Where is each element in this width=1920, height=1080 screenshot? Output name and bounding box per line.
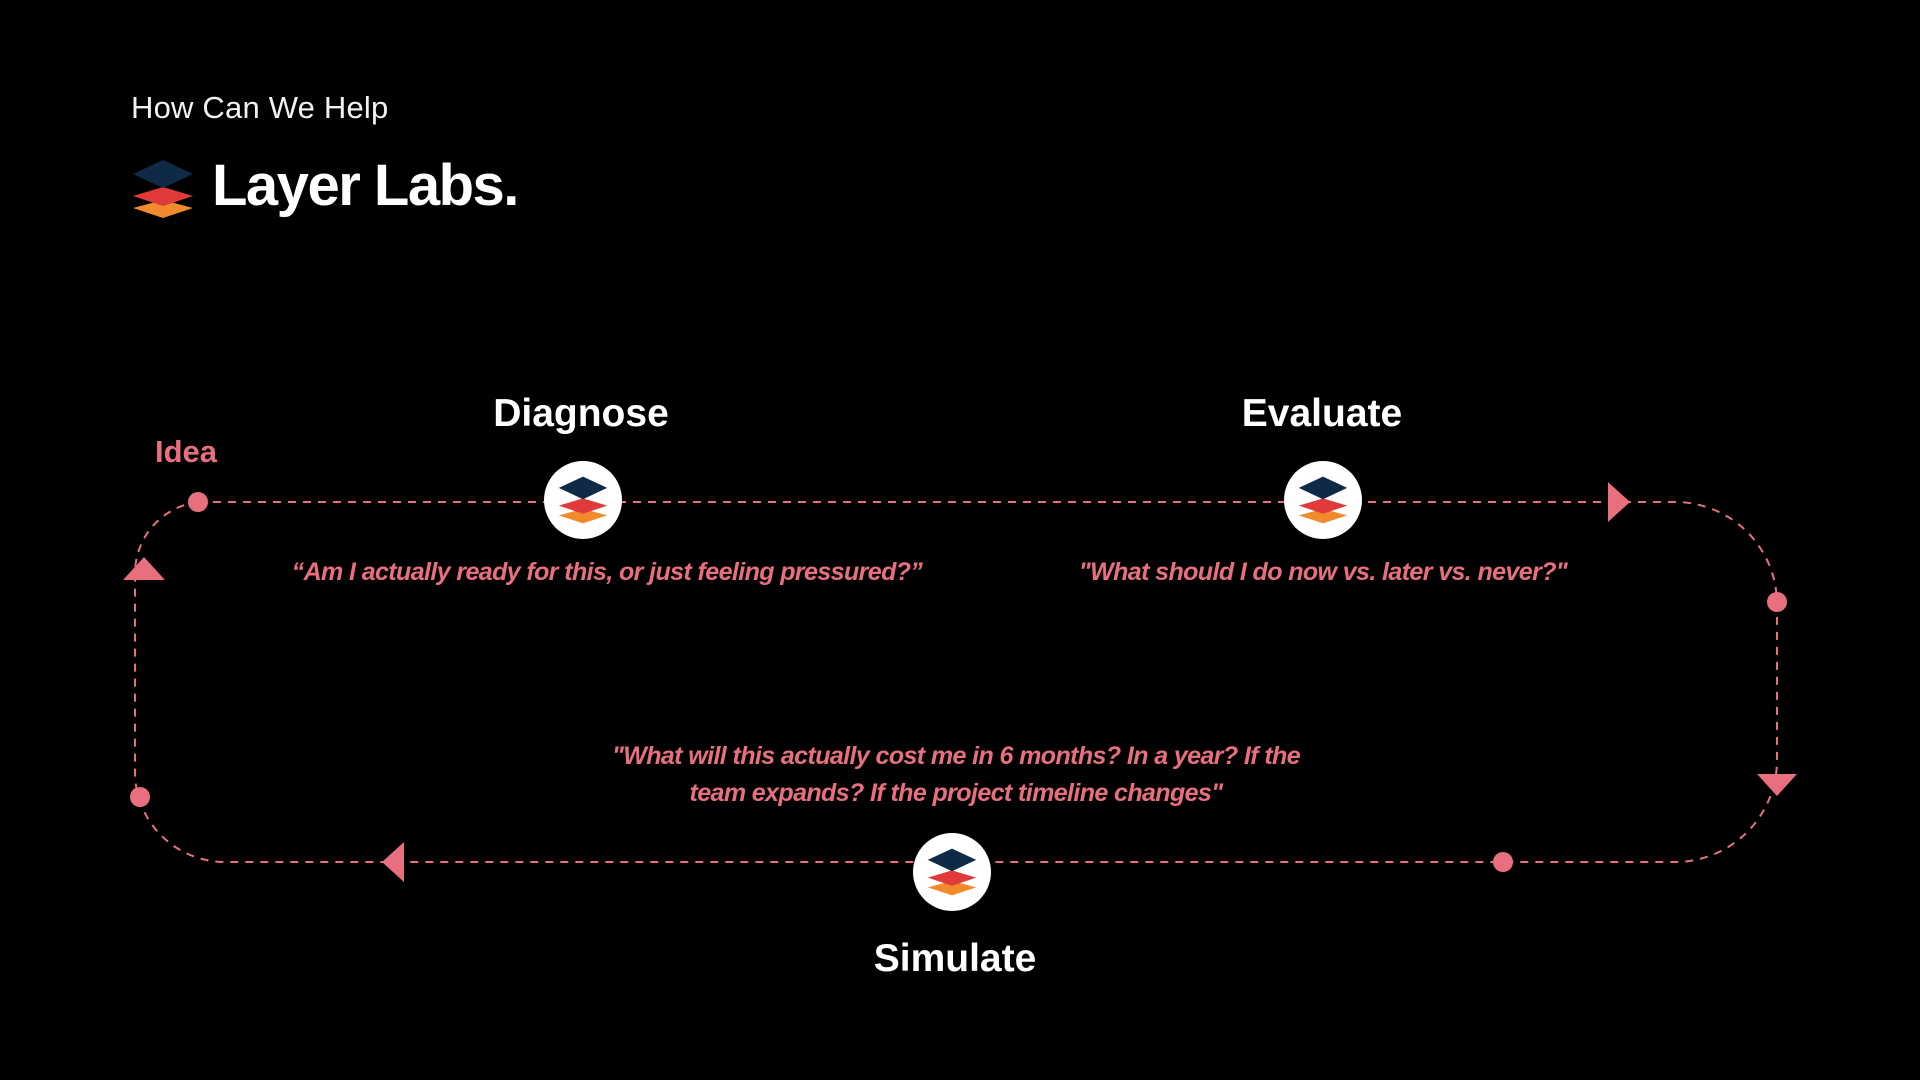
stage-quote-evaluate: "What should I do now vs. later vs. neve… [1078, 558, 1568, 586]
stage-node-evaluate [1284, 461, 1362, 539]
stage-node-diagnose [544, 461, 622, 539]
layers-icon [1298, 476, 1348, 524]
arrow-up-icon [123, 557, 165, 580]
arrow-down-icon [1757, 774, 1797, 796]
brand-name: Layer Labs. [212, 153, 519, 218]
stage-node-simulate [913, 833, 991, 911]
cycle-dot [188, 492, 208, 512]
cycle-dot [1493, 852, 1513, 872]
arrow-right-icon [1608, 482, 1630, 522]
cycle-dot [130, 787, 150, 807]
cycle-dot [1767, 592, 1787, 612]
layers-icon [927, 848, 977, 896]
stage-title-simulate: Simulate [873, 937, 1037, 980]
layers-icon [558, 476, 608, 524]
idea-label: Idea [155, 434, 218, 469]
brand: Layer Labs. [130, 153, 519, 220]
stage-title-evaluate: Evaluate [1241, 392, 1403, 435]
cycle-path [133, 501, 1778, 863]
stage-quote-simulate: "What will this actually cost me in 6 mo… [611, 742, 1301, 807]
stage-quote-diagnose: “Am I actually ready for this, or just f… [291, 558, 923, 586]
stage-title-diagnose: Diagnose [493, 392, 669, 435]
eyebrow-heading: How Can We Help [131, 90, 389, 125]
arrow-left-icon [382, 842, 404, 882]
layers-icon [133, 160, 193, 218]
